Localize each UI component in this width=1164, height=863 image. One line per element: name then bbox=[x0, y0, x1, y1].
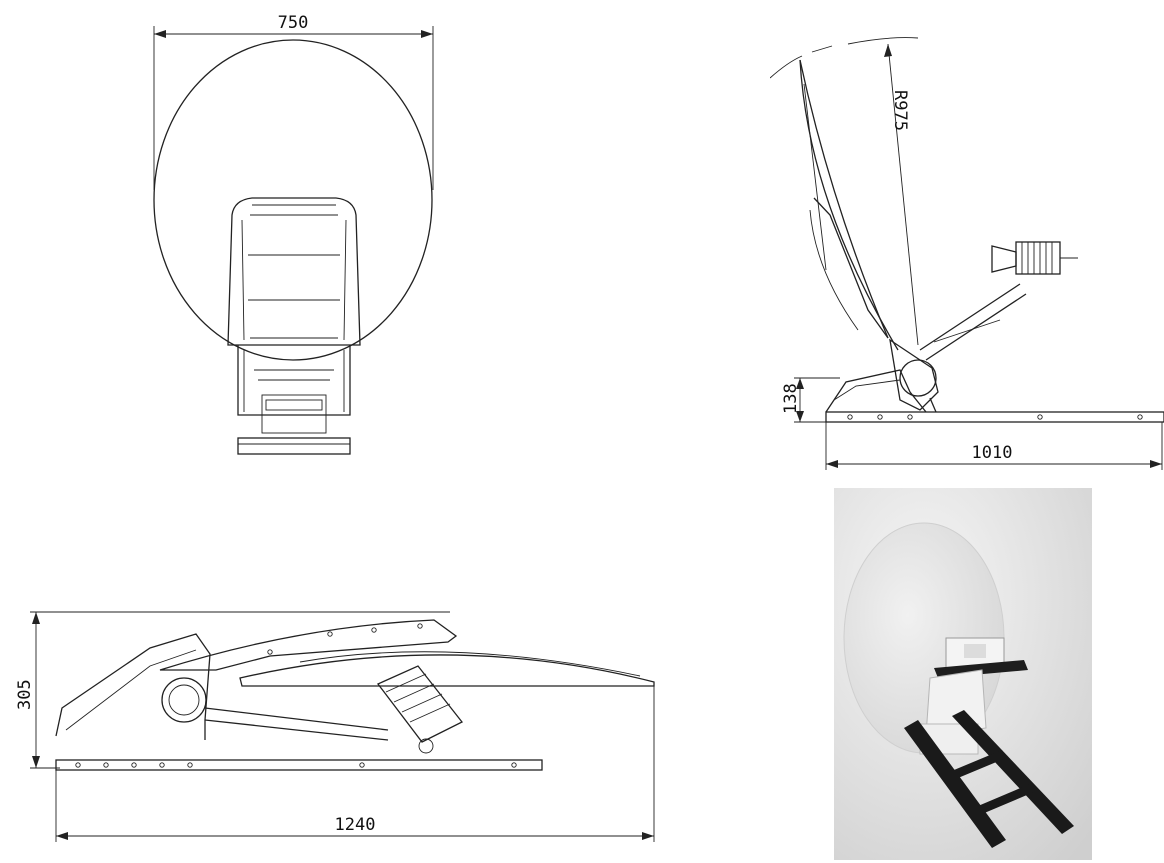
front-base-plate bbox=[237, 437, 351, 455]
side-base-plate bbox=[825, 411, 1164, 423]
stowed-lower-frame bbox=[55, 633, 211, 740]
stowed-height-arrow-top bbox=[32, 612, 40, 624]
dish-back-frame bbox=[813, 197, 889, 339]
boom-strut bbox=[933, 319, 1001, 343]
side-base-inner bbox=[833, 379, 901, 401]
front-view: 750 bbox=[140, 0, 460, 470]
dish-profile-back bbox=[799, 59, 899, 351]
dish-rib bbox=[803, 83, 859, 331]
front-view-drawing: 750 bbox=[153, 13, 434, 455]
stowed-lnb-fins bbox=[385, 673, 451, 723]
product-render-image bbox=[834, 488, 1092, 860]
radius-arc-dash bbox=[811, 45, 833, 53]
side-view-drawing: R975 138 bbox=[770, 37, 1164, 470]
stowed-actuator bbox=[204, 707, 389, 741]
elevation-hub bbox=[899, 359, 937, 397]
length-arrow-right bbox=[1150, 460, 1162, 468]
length-arrow-left bbox=[826, 460, 838, 468]
stowed-arm-bolts bbox=[267, 623, 423, 655]
stowed-dish bbox=[239, 654, 655, 687]
pedestal-body bbox=[237, 345, 351, 416]
side-view: R975 138 bbox=[770, 20, 1164, 480]
stowed-lnb bbox=[376, 665, 464, 743]
front-width-label: 750 bbox=[278, 13, 309, 33]
stowed-height-arrow-bottom bbox=[32, 756, 40, 768]
side-base-frame bbox=[825, 369, 927, 413]
side-base-leg bbox=[929, 397, 937, 413]
stowed-base-plate bbox=[55, 759, 543, 771]
lnb-fins bbox=[1021, 242, 1053, 274]
radius-line bbox=[887, 43, 919, 346]
front-width-arrow-right bbox=[421, 30, 433, 38]
feed-arm-ribs bbox=[248, 204, 340, 339]
pedestal-motor-cap bbox=[265, 399, 323, 411]
stowed-length-arrow-right bbox=[642, 832, 654, 840]
pedestal-detail bbox=[243, 350, 345, 412]
radius-label: R975 bbox=[890, 90, 910, 131]
feed-arm-inner bbox=[241, 219, 347, 341]
stowed-length-arrow-left bbox=[56, 832, 68, 840]
stowed-height-label: 305 bbox=[15, 679, 35, 710]
stowed-hub-inner bbox=[168, 684, 200, 716]
stowed-view-drawing: 305 1240 bbox=[15, 611, 655, 842]
reflector-dish bbox=[153, 39, 433, 361]
side-base-bolts bbox=[847, 414, 1143, 420]
render-rung-2 bbox=[978, 784, 1034, 814]
feed-boom bbox=[919, 283, 1027, 361]
feed-horn bbox=[991, 245, 1017, 273]
render-rail-right bbox=[952, 710, 1074, 834]
front-width-arrow-left bbox=[154, 30, 166, 38]
dish-profile-front bbox=[799, 59, 889, 339]
stowed-length-label: 1240 bbox=[335, 815, 376, 835]
radius-arc-left bbox=[770, 55, 803, 79]
stowed-lnb-wheel bbox=[418, 738, 434, 754]
pedestal-motor bbox=[261, 394, 327, 434]
side-height-label: 138 bbox=[781, 383, 801, 414]
stowed-view: 305 1240 bbox=[0, 590, 680, 860]
stowed-dish-rim bbox=[299, 651, 641, 677]
render-rail-left bbox=[904, 720, 1006, 848]
radius-arrow bbox=[884, 44, 892, 57]
radius-arc-right bbox=[847, 37, 919, 45]
elbow-bracket bbox=[889, 338, 939, 411]
render-lnb-detail bbox=[964, 644, 986, 658]
stowed-base-bolts bbox=[75, 762, 517, 768]
product-render bbox=[834, 488, 1092, 860]
height-arrow-bottom bbox=[796, 411, 804, 422]
lnb-body bbox=[1015, 241, 1061, 275]
stowed-frame-inner bbox=[65, 649, 197, 731]
render-rung-1 bbox=[954, 750, 1006, 778]
height-arrow-top bbox=[796, 378, 804, 389]
side-length-label: 1010 bbox=[972, 443, 1013, 463]
feed-arm-frame bbox=[227, 197, 361, 346]
